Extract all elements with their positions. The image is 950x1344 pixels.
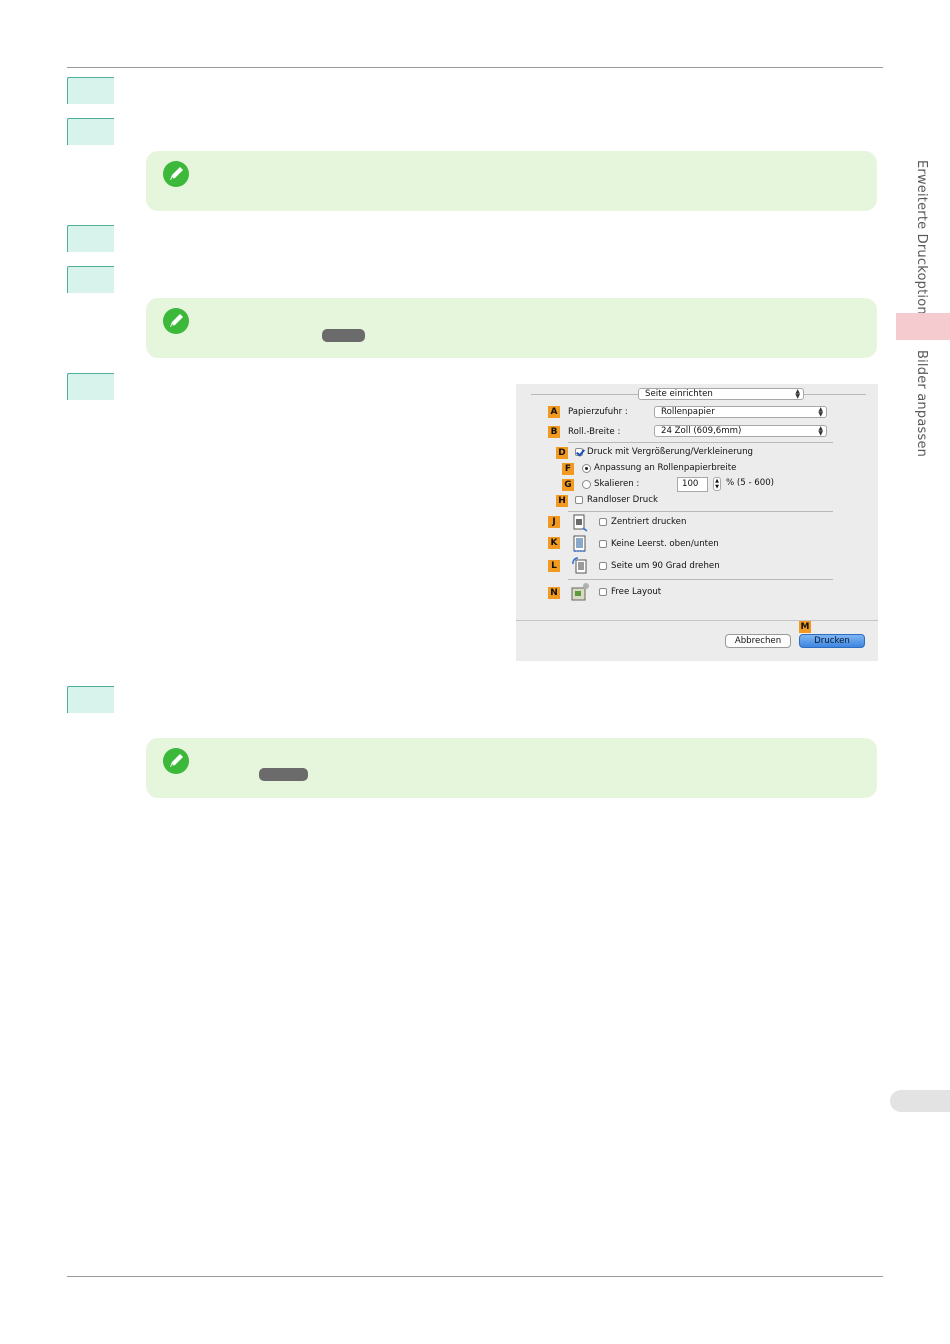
fit-roll-width-label: Anpassung an Rollenpapierbreite <box>594 463 737 473</box>
scale-label: Skalieren : <box>594 479 640 489</box>
scale-radio[interactable] <box>582 480 591 489</box>
callout-j: J <box>548 516 560 528</box>
pencil-note-icon <box>163 308 189 334</box>
center-print-label: Zentriert drucken <box>611 517 687 527</box>
sidebar-active-tab <box>896 313 950 340</box>
note-box <box>146 298 877 358</box>
popup-arrows-icon: ▲▼ <box>818 425 823 437</box>
settings-panel-popup-value: Seite einrichten <box>645 389 713 399</box>
link-pill[interactable] <box>322 329 365 342</box>
callout-k: K <box>548 537 560 549</box>
scale-input[interactable]: 100 <box>677 477 708 492</box>
pencil-note-icon <box>163 748 189 774</box>
pencil-note-icon <box>163 161 189 187</box>
center-print-checkbox[interactable] <box>599 518 607 526</box>
separator <box>516 620 878 621</box>
print-dialog: Seite einrichten ▲▼ A Papierzufuhr : Rol… <box>516 384 878 661</box>
note-box <box>146 151 877 211</box>
separator <box>804 394 866 395</box>
separator <box>568 442 833 443</box>
footer-rule <box>67 1276 883 1277</box>
print-button[interactable]: Drucken <box>799 634 865 648</box>
center-print-icon <box>573 514 588 532</box>
step-marker <box>67 686 114 713</box>
note-box <box>146 738 877 798</box>
link-pill[interactable] <box>259 768 308 781</box>
page-tab <box>890 1090 950 1112</box>
step-marker <box>67 225 114 252</box>
step-marker <box>67 77 114 104</box>
enlarge-reduce-label: Druck mit Vergrößerung/Verkleinerung <box>587 447 753 457</box>
step-marker <box>67 373 114 400</box>
callout-d: D <box>556 447 568 459</box>
roll-width-select[interactable]: 24 Zoll (609,6mm) ▲▼ <box>654 425 827 437</box>
callout-g: G <box>562 479 574 491</box>
header-rule <box>67 67 883 68</box>
enlarge-reduce-checkbox[interactable] <box>575 448 583 456</box>
scale-range-label: % (5 - 600) <box>726 478 775 488</box>
step-marker <box>67 118 114 145</box>
fit-roll-width-radio[interactable] <box>582 464 591 473</box>
roll-width-label: Roll.-Breite : <box>568 427 621 437</box>
sidebar-subsection-label: Bilder anpassen <box>914 350 929 458</box>
popup-arrows-icon: ▲▼ <box>795 388 800 400</box>
callout-f: F <box>562 463 574 475</box>
settings-panel-popup[interactable]: Seite einrichten ▲▼ <box>638 388 804 400</box>
separator <box>531 394 638 395</box>
callout-a: A <box>548 406 560 418</box>
rotate-90-label: Seite um 90 Grad drehen <box>611 561 720 571</box>
roll-width-value: 24 Zoll (609,6mm) <box>661 426 742 436</box>
paper-source-value: Rollenpapier <box>661 407 715 417</box>
callout-m: M <box>799 621 811 633</box>
free-layout-label: Free Layout <box>611 587 662 597</box>
scale-stepper[interactable]: ▲▼ <box>713 477 721 491</box>
callout-n: N <box>548 587 560 599</box>
no-margins-icon <box>573 535 586 552</box>
free-layout-checkbox[interactable] <box>599 588 607 596</box>
paper-source-label: Papierzufuhr : <box>568 407 628 417</box>
free-layout-icon <box>571 583 589 601</box>
separator <box>568 511 833 512</box>
callout-h: H <box>556 495 568 507</box>
separator <box>568 579 833 580</box>
sidebar-section-label: Erweiterte Druckoptionen <box>914 160 929 332</box>
rotate-page-icon <box>572 557 587 574</box>
cancel-button[interactable]: Abbrechen <box>725 634 791 648</box>
callout-b: B <box>548 426 560 438</box>
step-marker <box>67 266 114 293</box>
no-margins-checkbox[interactable] <box>599 540 607 548</box>
popup-arrows-icon: ▲▼ <box>818 406 823 418</box>
paper-source-select[interactable]: Rollenpapier ▲▼ <box>654 406 827 418</box>
borderless-checkbox[interactable] <box>575 496 583 504</box>
callout-l: L <box>548 560 560 572</box>
no-margins-label: Keine Leerst. oben/unten <box>611 539 719 549</box>
rotate-90-checkbox[interactable] <box>599 562 607 570</box>
borderless-label: Randloser Druck <box>587 495 658 505</box>
